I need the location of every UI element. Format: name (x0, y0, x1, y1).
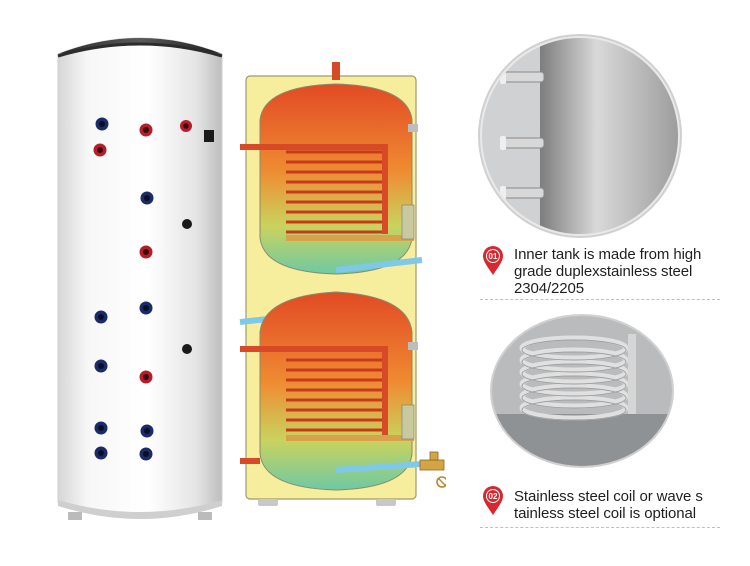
feature-text-line: Stainless steel coil or wave s (514, 488, 703, 505)
tank-product-photo (50, 24, 230, 544)
port-blue (94, 359, 108, 373)
port-blue (139, 447, 153, 461)
detail-photo-inner-tank (478, 34, 682, 238)
feature-text-line: grade duplexstainless steel (514, 263, 693, 280)
port-blue (140, 424, 154, 438)
port-red (180, 120, 192, 132)
location-pin-icon (482, 246, 504, 276)
port-plug (182, 344, 192, 354)
detail-photo-coil (490, 314, 674, 468)
feature-number: 02 (488, 492, 498, 501)
tank-cutaway-diagram (236, 60, 446, 510)
port-plug (182, 219, 192, 229)
side-fitting (204, 130, 214, 142)
feature-text-line: 2304/2205 (514, 280, 585, 297)
port-red (93, 143, 107, 157)
dashed-divider (480, 527, 720, 528)
port-blue (139, 301, 153, 315)
feature-text-line: tainless steel coil is optional (514, 505, 696, 522)
port-red (139, 123, 153, 137)
port-blue (94, 446, 108, 460)
feature-text-line: Inner tank is made from high (514, 246, 702, 263)
port-blue (94, 310, 108, 324)
feature-callout-2: 02 Stainless steel coil or wave s tainle… (480, 486, 740, 536)
feature-callout-1: 01 Inner tank is made from high grade du… (480, 244, 740, 304)
port-red (139, 370, 153, 384)
dashed-divider (480, 299, 720, 300)
port-blue (94, 421, 108, 435)
location-pin-icon (482, 486, 504, 516)
port-red (139, 245, 153, 259)
port-blue (140, 191, 154, 205)
port-blue (95, 117, 109, 131)
feature-number: 01 (488, 252, 498, 261)
tank-ports (0, 0, 240, 566)
drain-valve-icon (419, 451, 446, 488)
